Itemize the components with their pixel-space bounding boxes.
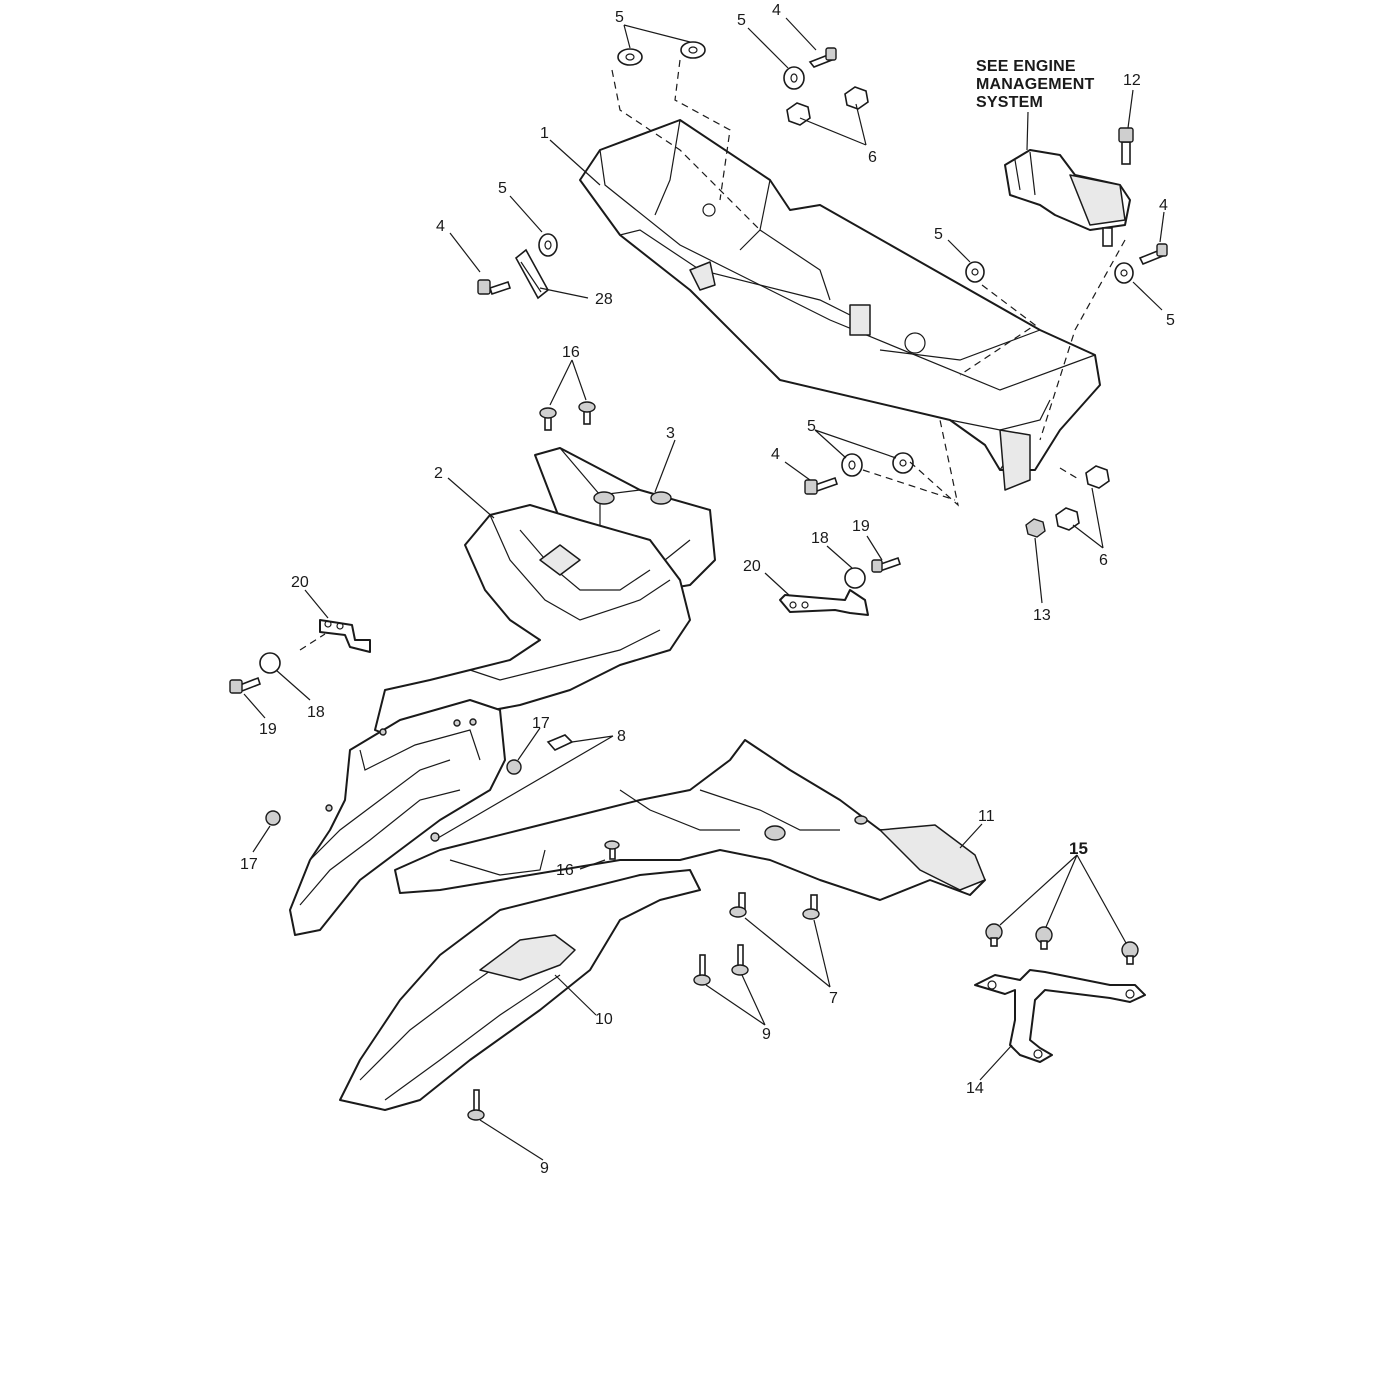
callout-18: 18 xyxy=(811,530,829,547)
callout-10: 10 xyxy=(595,1011,613,1028)
callout-14: 14 xyxy=(966,1080,984,1097)
callout-5: 5 xyxy=(807,418,816,435)
callout-9: 9 xyxy=(762,1026,771,1043)
note-line-3: SYSTEM xyxy=(976,94,1043,111)
callout-2: 2 xyxy=(434,465,443,482)
callout-16: 16 xyxy=(556,862,574,879)
callout-17: 17 xyxy=(240,856,258,873)
callout-6: 6 xyxy=(1099,552,1108,569)
hardware-screws xyxy=(265,401,1139,1121)
callout-19: 19 xyxy=(852,518,870,535)
callout-4: 4 xyxy=(1159,197,1168,214)
hardware-nuts xyxy=(786,86,1110,538)
part-20-bracket-right xyxy=(779,589,869,616)
callout-20: 20 xyxy=(743,558,761,575)
note-line-1: SEE ENGINE xyxy=(976,58,1076,75)
callout-28: 28 xyxy=(595,291,613,308)
part-2-mudguard-upper xyxy=(374,504,691,741)
callout-7: 7 xyxy=(829,990,838,1007)
callout-labels: 1 2 3 4 4 4 4 5 5 5 5 5 5 6 6 7 8 9 9 10… xyxy=(240,2,1175,1177)
callout-5: 5 xyxy=(615,9,624,26)
part-28-clip xyxy=(514,248,550,300)
callout-11: 11 xyxy=(978,808,995,825)
callout-12: 12 xyxy=(1123,72,1141,89)
hardware-washers xyxy=(259,41,1134,674)
part-10-lower-hugger xyxy=(339,869,701,1111)
callout-16: 16 xyxy=(562,344,580,361)
part-1-rear-undertray xyxy=(579,119,1101,491)
callout-4: 4 xyxy=(771,446,780,463)
callout-20: 20 xyxy=(291,574,309,591)
note-line-2: MANAGEMENT xyxy=(976,76,1094,93)
leader-lines xyxy=(243,17,1165,1161)
callout-6: 6 xyxy=(868,149,877,166)
callout-1: 1 xyxy=(540,125,549,142)
left-side-panel xyxy=(289,699,506,936)
callout-4: 4 xyxy=(772,2,781,19)
hardware-bolts xyxy=(229,47,1168,694)
part-8-mudguard-mid xyxy=(394,739,986,901)
callout-5: 5 xyxy=(934,226,943,243)
callout-19: 19 xyxy=(259,721,277,738)
callout-5: 5 xyxy=(1166,312,1175,329)
callout-17: 17 xyxy=(532,715,550,732)
callout-5: 5 xyxy=(498,180,507,197)
callout-18: 18 xyxy=(307,704,325,721)
engine-management-note: SEE ENGINE MANAGEMENT SYSTEM xyxy=(976,58,1094,111)
engine-management-sensor xyxy=(1004,149,1131,247)
callout-15: 15 xyxy=(1069,839,1088,858)
part-14-bracket xyxy=(974,969,1146,1063)
callout-4: 4 xyxy=(436,218,445,235)
callout-9: 9 xyxy=(540,1160,549,1177)
callout-3: 3 xyxy=(666,425,675,442)
part-20-bracket-left xyxy=(319,619,371,653)
callout-8: 8 xyxy=(617,728,626,745)
callout-13: 13 xyxy=(1033,607,1051,624)
callout-5: 5 xyxy=(737,12,746,29)
